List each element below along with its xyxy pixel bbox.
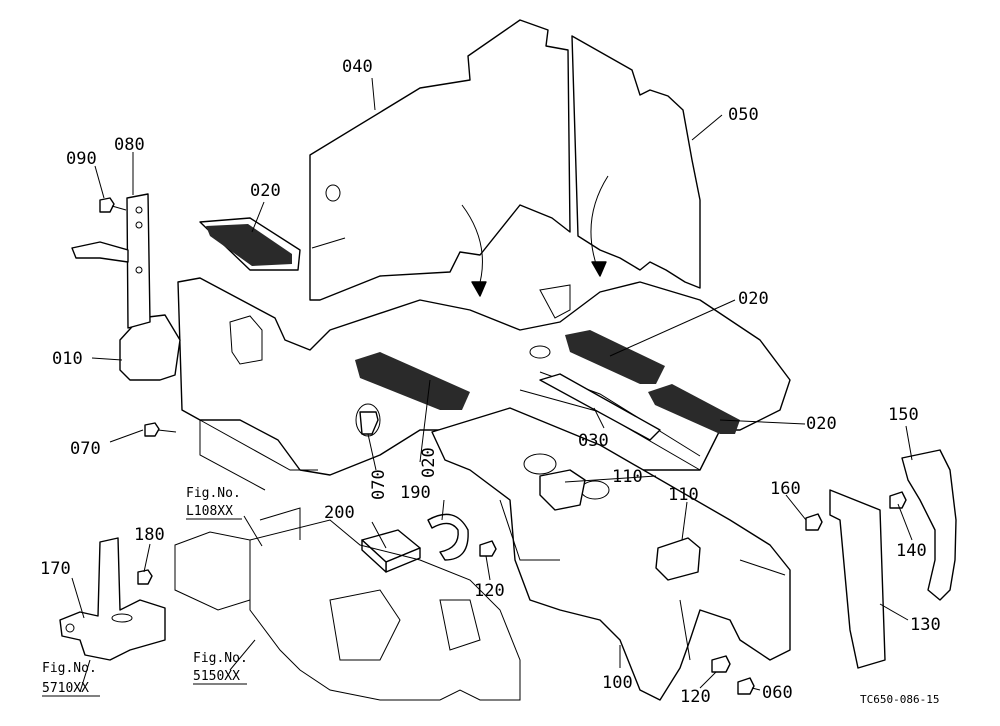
leader-lines [71, 77, 913, 693]
label-120-a: 120 [474, 581, 505, 601]
label-030: 030 [578, 431, 609, 451]
bolt-070-left [144, 422, 177, 437]
label-150: 150 [888, 405, 919, 425]
label-020-right: 020 [738, 289, 769, 309]
figure-ref-5150xx-line2: 5150XX [193, 669, 240, 684]
label-170: 170 [40, 559, 71, 579]
bolt-180 [137, 569, 153, 585]
bolt-070-center [359, 411, 379, 435]
floor-mat-040 [309, 19, 571, 301]
bolt-090 [99, 197, 127, 213]
engine-block-outline [174, 507, 521, 701]
figure-ref-5150xx: Fig.No. 5150XX [193, 651, 248, 685]
label-050: 050 [728, 105, 759, 125]
bolt-060 [737, 677, 755, 695]
bolt-120-left [479, 540, 497, 557]
label-070-left: 070 [70, 439, 101, 459]
clamp-190 [427, 513, 469, 561]
label-040: 040 [342, 57, 373, 77]
figure-ref-5150xx-line1: Fig.No. [193, 651, 248, 666]
label-110-a: 110 [612, 467, 643, 487]
label-130: 130 [910, 615, 941, 635]
label-010: 010 [52, 349, 83, 369]
bracket-130 [829, 489, 886, 669]
bracket-170 [59, 537, 166, 661]
label-020-top: 020 [250, 181, 281, 201]
label-080: 080 [114, 135, 145, 155]
rotation-arrow-right [590, 175, 609, 277]
strip-030 [539, 373, 661, 441]
floor-mat-050 [571, 35, 701, 289]
figure-ref-l108xx-line1: Fig.No. [186, 486, 241, 501]
frame-100 [431, 407, 791, 701]
figure-ref-l108xx: Fig.No. L108XX [186, 486, 242, 520]
rotation-arrow-left [461, 204, 487, 297]
label-110-b: 110 [668, 485, 699, 505]
bracket-150 [901, 449, 957, 601]
label-190: 190 [400, 483, 431, 503]
pad-200 [361, 529, 421, 573]
label-060: 060 [762, 683, 793, 703]
label-020-far-right: 020 [806, 414, 837, 434]
bracket-080 [71, 193, 151, 329]
bolt-120-bottom [711, 655, 731, 673]
label-020-center: 020 [419, 447, 439, 478]
figure-ref-l108xx-line2: L108XX [186, 504, 233, 519]
label-100: 100 [602, 673, 633, 693]
label-120-b: 120 [680, 687, 711, 707]
ribbed-mat-020-top [199, 217, 301, 271]
label-180: 180 [134, 525, 165, 545]
label-090: 090 [66, 149, 97, 169]
label-200: 200 [324, 503, 355, 523]
figure-ref-5710xx: Fig.No. 5710XX [42, 661, 100, 697]
label-140: 140 [896, 541, 927, 561]
drawing-code: TC650-086-15 [860, 693, 939, 706]
figure-ref-5710xx-line1: Fig.No. [42, 661, 97, 676]
figure-ref-5710xx-line2: 5710XX [42, 681, 89, 696]
bolt-140 [889, 491, 907, 509]
label-070-center: 070 [369, 469, 389, 500]
label-160: 160 [770, 479, 801, 499]
bolt-160 [805, 513, 823, 531]
